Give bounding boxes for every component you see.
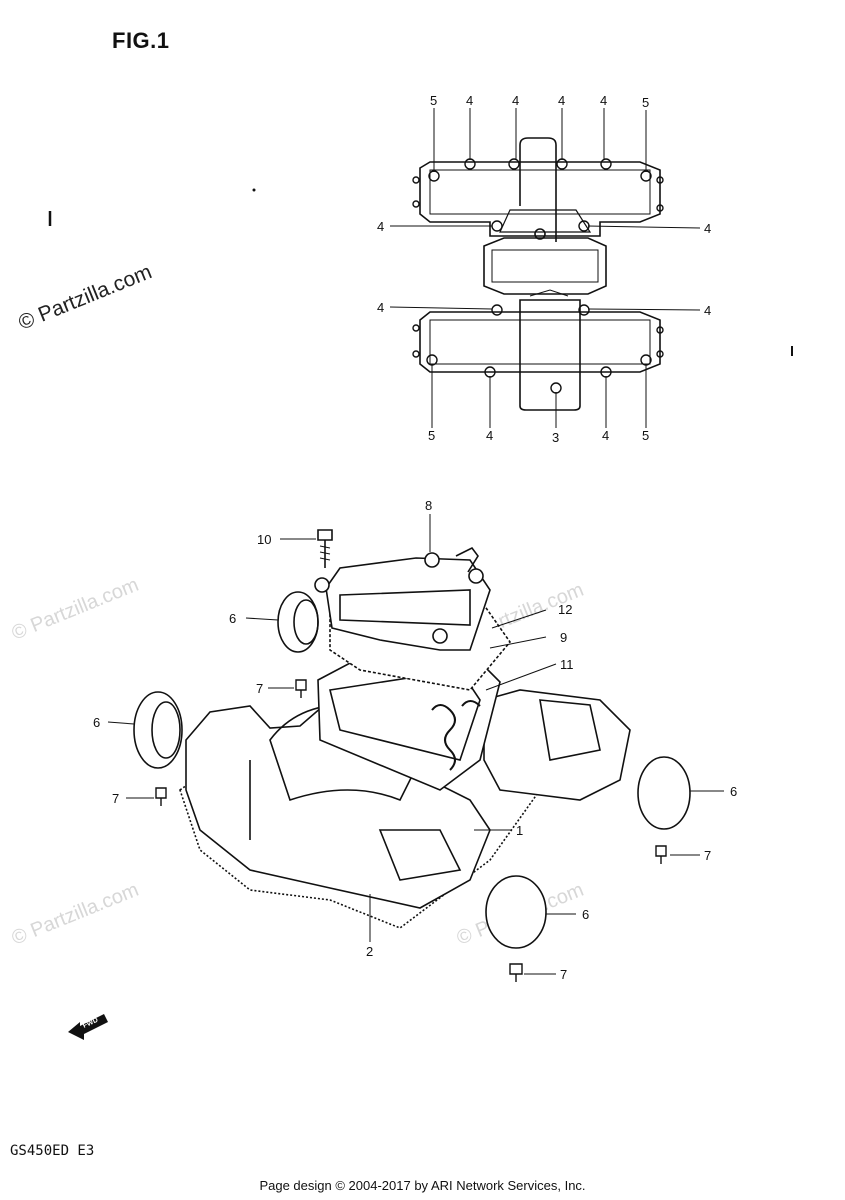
callout-label: 9 xyxy=(560,630,567,645)
head-cover-assembly xyxy=(133,529,691,982)
callout-label: 4 xyxy=(377,219,384,234)
callout-label: 6 xyxy=(730,784,737,799)
fwd-arrow-icon: FWD xyxy=(68,1014,108,1040)
callout-label: 4 xyxy=(466,93,473,108)
callout-group-top: 5 4 4 4 4 5 4 4 4 4 5 4 3 4 5 xyxy=(377,93,711,445)
leader-lines-bottom xyxy=(107,514,724,975)
callout-label: 11 xyxy=(560,657,574,672)
figure-title: FIG.1 xyxy=(112,28,170,53)
callout-label: 7 xyxy=(256,681,263,696)
callout-label: 5 xyxy=(430,93,437,108)
watermark-text: © Partzilla.com xyxy=(9,574,142,645)
callout-label: 7 xyxy=(704,848,711,863)
callout-label: 2 xyxy=(366,944,373,959)
callout-label: 8 xyxy=(425,498,432,513)
callout-label: 5 xyxy=(642,95,649,110)
callout-label: 3 xyxy=(552,430,559,445)
callout-label: 4 xyxy=(704,221,711,236)
callout-label: 6 xyxy=(229,611,236,626)
callout-label: 7 xyxy=(560,967,567,982)
callout-label: 12 xyxy=(558,602,572,617)
callout-label: 4 xyxy=(602,428,609,443)
callout-label: 6 xyxy=(93,715,100,730)
callout-group-bottom: 8 10 12 9 11 6 7 6 7 1 6 7 6 2 7 xyxy=(93,498,737,982)
gasket-assembly xyxy=(389,108,701,428)
callout-label: 7 xyxy=(112,791,119,806)
callout-label: 5 xyxy=(428,428,435,443)
watermark-text: © Partzilla.com xyxy=(15,260,155,334)
callout-label: 10 xyxy=(257,532,271,547)
callout-label: 1 xyxy=(516,823,523,838)
callout-label: 6 xyxy=(582,907,589,922)
footer-copyright: Page design © 2004-2017 by ARI Network S… xyxy=(259,1178,586,1193)
callout-label: 4 xyxy=(600,93,607,108)
callout-label: 4 xyxy=(512,93,519,108)
callout-label: 4 xyxy=(704,303,711,318)
callout-label: 4 xyxy=(486,428,493,443)
callout-label: 4 xyxy=(558,93,565,108)
callout-label: 5 xyxy=(642,428,649,443)
watermark-text: © Partzilla.com xyxy=(9,879,142,950)
model-code: GS450ED E3 xyxy=(10,1143,95,1159)
callout-label: 4 xyxy=(377,300,384,315)
